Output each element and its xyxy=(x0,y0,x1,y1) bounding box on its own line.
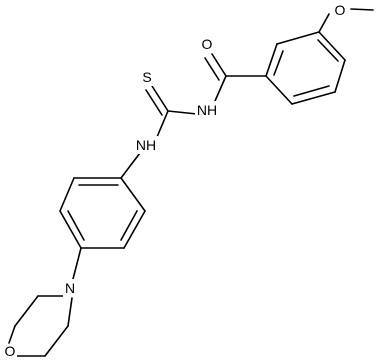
atom-o-morpholine-label: O xyxy=(5,343,16,359)
atom-s-thio-label: S xyxy=(142,69,151,85)
morpholine-bond-6 xyxy=(67,297,73,327)
bond-group xyxy=(8,8,374,357)
atom-s-thio: S xyxy=(141,68,153,86)
benzoyl-ring-inner-1 xyxy=(273,50,284,76)
atom-label-group: O O S NH NH N xyxy=(3,1,347,361)
phenylene-ring-bond-5 xyxy=(123,210,146,249)
morpholine-bond-2 xyxy=(14,295,39,327)
methoxy-ch3-bond xyxy=(350,8,374,11)
methoxy-o-aryl-bond xyxy=(318,13,330,33)
phenylene-ring-inner-2 xyxy=(67,210,85,241)
phenylene-ring-bond-3 xyxy=(59,210,82,249)
morpholine-bond-5 xyxy=(44,325,69,357)
atom-nh-aryl-label: NH xyxy=(136,137,156,153)
atom-o-carbonyl-label: O xyxy=(202,36,213,52)
carbonyl-double-bond-b xyxy=(204,57,220,81)
benzoyl-ring-bond-3 xyxy=(265,75,293,105)
benzoyl-ring-inner-2 xyxy=(293,85,330,97)
aryl-morpholine-n-bond xyxy=(72,247,82,280)
benzoyl-ring-bond-5 xyxy=(334,59,346,93)
atom-nh-amide-label: NH xyxy=(197,102,217,118)
atom-o-methoxy-label: O xyxy=(335,2,346,18)
benzoyl-ring-bond-1 xyxy=(276,31,320,45)
atom-o-morpholine: O xyxy=(3,343,17,361)
atom-nh-amide: NH xyxy=(195,101,219,119)
atom-o-methoxy: O xyxy=(333,1,347,19)
phenylene-ring-bond-6 xyxy=(120,177,146,212)
amide-n-thio-c-bond xyxy=(167,110,198,115)
thio-double-bond-a xyxy=(151,85,169,112)
thio-c-n-bond xyxy=(156,110,169,138)
atom-o-carbonyl: O xyxy=(200,35,214,53)
thio-double-bond-b xyxy=(145,89,163,116)
phenylene-ring-inner-3 xyxy=(120,210,138,241)
benzoyl-ring-bond-2 xyxy=(265,43,278,77)
atom-n-morpholine: N xyxy=(63,279,77,297)
carbonyl-double-bond-a xyxy=(211,53,227,77)
atom-nh-aryl: NH xyxy=(134,136,158,154)
aryl-n-ring-bond xyxy=(120,152,141,179)
benzoyl-ring-inner-3 xyxy=(317,39,339,62)
atom-n-morpholine-label: N xyxy=(65,280,75,296)
morpholine-bond-3 xyxy=(8,325,16,344)
phenylene-ring-bond-2 xyxy=(59,177,75,212)
benzoyl-ring-bond-6 xyxy=(318,31,346,61)
amide-c-n-bond xyxy=(214,75,227,102)
benzoyl-ring-bond-4 xyxy=(291,91,336,105)
